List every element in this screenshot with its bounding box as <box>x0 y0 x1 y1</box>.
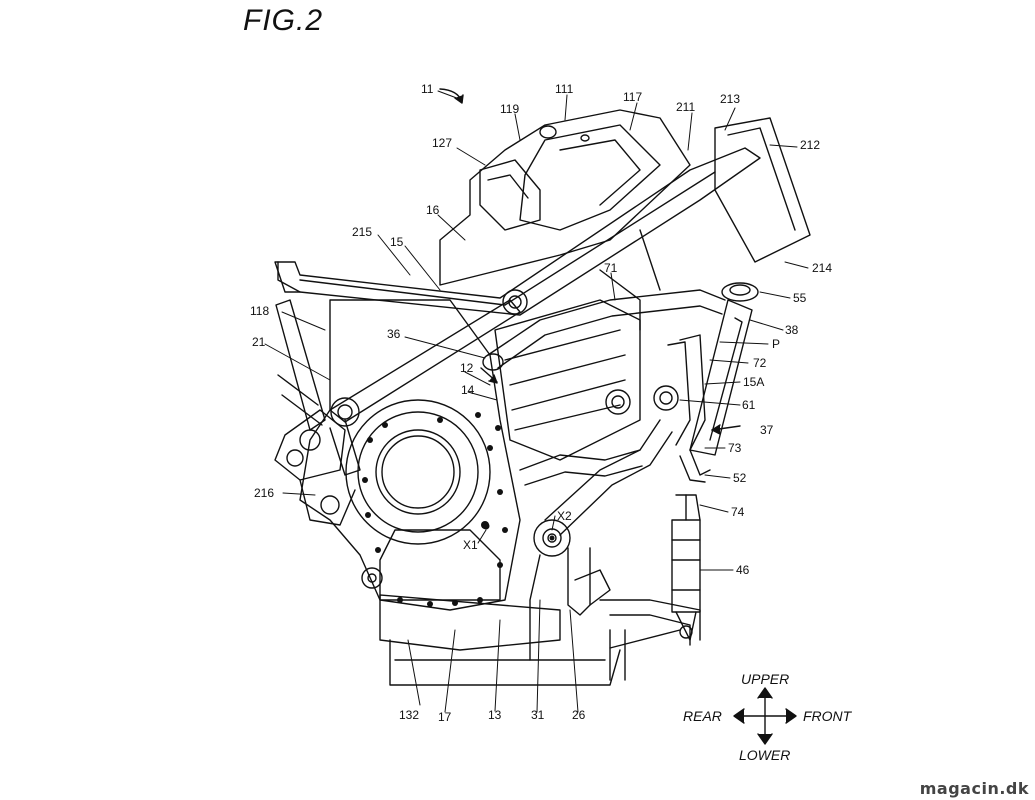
label-118: 118 <box>250 304 269 318</box>
label-55: 55 <box>793 291 807 305</box>
crankcase-bolts <box>362 412 508 607</box>
label-71: 71 <box>604 261 618 275</box>
label-72: 72 <box>753 356 767 370</box>
label-119: 119 <box>500 102 519 116</box>
label-46: 46 <box>736 563 750 577</box>
label-111: 111 <box>555 82 574 96</box>
label-132: 132 <box>399 708 419 722</box>
label-11: 11 <box>421 82 434 96</box>
label-74: 74 <box>731 505 745 519</box>
label-21: 21 <box>252 335 266 349</box>
label-13: 13 <box>488 708 502 722</box>
label-61: 61 <box>742 398 756 412</box>
label-37: 37 <box>760 423 774 437</box>
direction-upper: UPPER <box>741 671 789 687</box>
label-73: 73 <box>728 441 742 455</box>
direction-lower: LOWER <box>739 747 790 763</box>
label-215: 215 <box>352 225 372 239</box>
engine-block <box>275 300 640 685</box>
label-52: 52 <box>733 471 747 485</box>
direction-front: FRONT <box>803 708 853 724</box>
label-16: 16 <box>426 203 440 217</box>
leader-lines <box>265 91 808 712</box>
airbox <box>440 110 690 285</box>
label-15: 15 <box>390 235 404 249</box>
label-14: 14 <box>461 383 475 397</box>
label-127: 127 <box>432 136 452 150</box>
direction-compass <box>734 688 796 744</box>
label-38: 38 <box>785 323 799 337</box>
coolant-pipes <box>483 290 725 680</box>
label-213: 213 <box>720 92 740 106</box>
label-214: 214 <box>812 261 832 275</box>
label-X2: X2 <box>557 509 572 523</box>
label-36: 36 <box>387 327 401 341</box>
label-31: 31 <box>531 708 545 722</box>
label-17: 17 <box>438 710 452 724</box>
label-15A: 15A <box>743 375 764 389</box>
label-P: P <box>772 337 780 351</box>
watermark: magacin.dk <box>920 779 1029 798</box>
label-26: 26 <box>572 708 586 722</box>
label-211: 211 <box>676 100 695 114</box>
direction-rear: REAR <box>683 708 722 724</box>
label-216: 216 <box>254 486 274 500</box>
label-117: 117 <box>623 90 642 104</box>
label-12: 12 <box>460 361 474 375</box>
label-212: 212 <box>800 138 820 152</box>
label-X1: X1 <box>463 538 478 552</box>
reference-labels: 11 111 117 119 127 211 213 212 16 215 15… <box>250 82 853 763</box>
